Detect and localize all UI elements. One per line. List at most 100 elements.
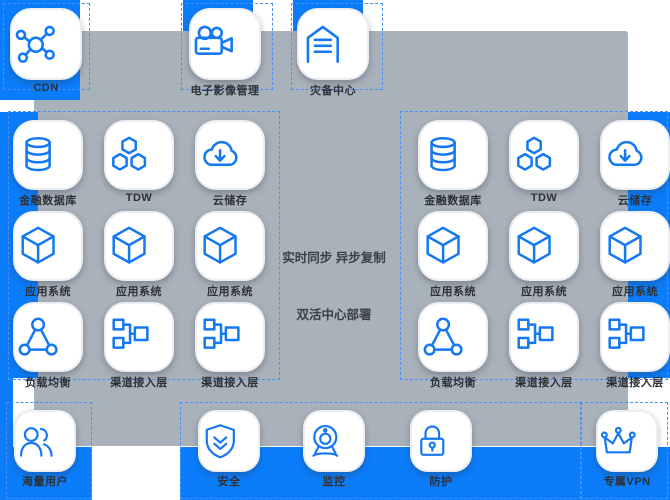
dr-center-card[interactable] [297,8,369,80]
node-app-system-right-1: 应用系统 [418,211,488,298]
node-app-system-left-2: 应用系统 [104,211,174,298]
dedicated-vpn-card[interactable] [596,410,658,472]
node-label: 金融数据库 [424,195,482,207]
app-system-card[interactable] [418,211,488,281]
financial-db-card[interactable] [418,120,488,190]
node-cloud-storage-left: 云储存 [195,120,265,207]
security-card[interactable] [198,410,260,472]
lock-icon [412,421,470,462]
node-label: 云储存 [212,195,248,207]
node-financial-db-right: 金融数据库 [418,120,488,207]
channel-tree-icon [197,314,263,360]
channel-tree-icon [106,314,172,360]
database-icon [15,132,81,178]
cube-icon [15,223,81,269]
node-label: 渠道接入层 [515,377,573,389]
node-label: 应用系统 [430,286,476,298]
load-balancer-card[interactable] [13,302,83,372]
dashed-box-dr-center [291,3,383,90]
cloud-storage-card[interactable] [600,120,670,190]
image-mgmt-card[interactable] [189,8,261,80]
node-label: 云储存 [617,195,653,207]
app-system-card[interactable] [195,211,265,281]
node-label: 应用系统 [612,286,658,298]
node-tdw-right: TDW [509,120,579,204]
node-label: 监控 [322,476,346,488]
cube-icon [602,223,668,269]
cube-icon [106,223,172,269]
node-load-balancer-left: 负载均衡 [13,302,83,389]
protection-card[interactable] [410,410,472,472]
cube-icon [420,223,486,269]
dashed-box-security [180,402,582,499]
users-icon [16,421,74,462]
node-app-system-left-3: 应用系统 [195,211,265,298]
node-load-balancer-right: 负载均衡 [418,302,488,389]
monitoring-card[interactable] [303,410,365,472]
node-label: TDW [530,192,558,204]
node-channel-access-left-2: 渠道接入层 [195,302,265,389]
dashed-box-users [6,402,92,499]
node-label: 应用系统 [116,286,162,298]
cube-icon [511,223,577,269]
financial-db-card[interactable] [13,120,83,190]
dashed-box-cdn [3,3,90,90]
channel-access-card[interactable] [195,302,265,372]
deploy-annotation: 双活中心部署 [296,308,372,322]
app-system-card[interactable] [600,211,670,281]
node-protection: 防护 [410,410,472,488]
node-tdw-left: TDW [104,120,174,204]
node-dr-center: 灾备中心 [297,8,369,97]
node-label: TDW [125,192,153,204]
node-channel-access-right-1: 渠道接入层 [509,302,579,389]
video-camera-icon [191,20,259,68]
hexagon-cluster-icon [511,132,577,178]
node-label: 灾备中心 [310,85,356,97]
channel-access-card[interactable] [104,302,174,372]
node-financial-db-left: 金融数据库 [13,120,83,207]
tdw-card[interactable] [104,120,174,190]
node-dedicated-vpn: 专属VPN [596,410,658,488]
node-security: 安全 [198,410,260,488]
node-label: 金融数据库 [19,195,77,207]
node-channel-access-right-2: 渠道接入层 [600,302,670,389]
node-app-system-left-1: 应用系统 [13,211,83,298]
node-channel-access-left-1: 渠道接入层 [104,302,174,389]
node-app-system-right-2: 应用系统 [509,211,579,298]
node-label: 渠道接入层 [110,377,168,389]
cloud-download-icon [602,132,668,178]
channel-access-card[interactable] [600,302,670,372]
cloud-download-icon [197,132,263,178]
house-storage-icon [299,20,367,68]
node-label: 负载均衡 [430,377,476,389]
cdn-card[interactable] [10,8,82,80]
dashed-box-vpn [580,402,668,499]
node-label: 负载均衡 [25,377,71,389]
node-label: 应用系统 [521,286,567,298]
load-balancer-icon [420,314,486,360]
crown-icon [598,421,656,462]
node-label: 海量用户 [22,476,68,488]
mass-users-card[interactable] [14,410,76,472]
cdn-network-icon [12,20,80,68]
node-mass-users: 海量用户 [14,410,76,488]
dashed-box-left-group [8,111,280,380]
app-system-card[interactable] [104,211,174,281]
node-image-mgmt: 电子影像管理 [189,8,261,97]
cube-icon [197,223,263,269]
cloud-storage-card[interactable] [195,120,265,190]
node-cloud-storage-right: 云储存 [600,120,670,207]
app-system-card[interactable] [509,211,579,281]
node-label: 应用系统 [25,286,71,298]
channel-tree-icon [602,314,668,360]
load-balancer-card[interactable] [418,302,488,372]
node-label: 应用系统 [207,286,253,298]
tdw-card[interactable] [509,120,579,190]
node-label: 安全 [217,476,241,488]
node-label: 渠道接入层 [201,377,259,389]
channel-access-card[interactable] [509,302,579,372]
app-system-card[interactable] [13,211,83,281]
node-monitoring: 监控 [303,410,365,488]
node-label: 防护 [429,476,453,488]
